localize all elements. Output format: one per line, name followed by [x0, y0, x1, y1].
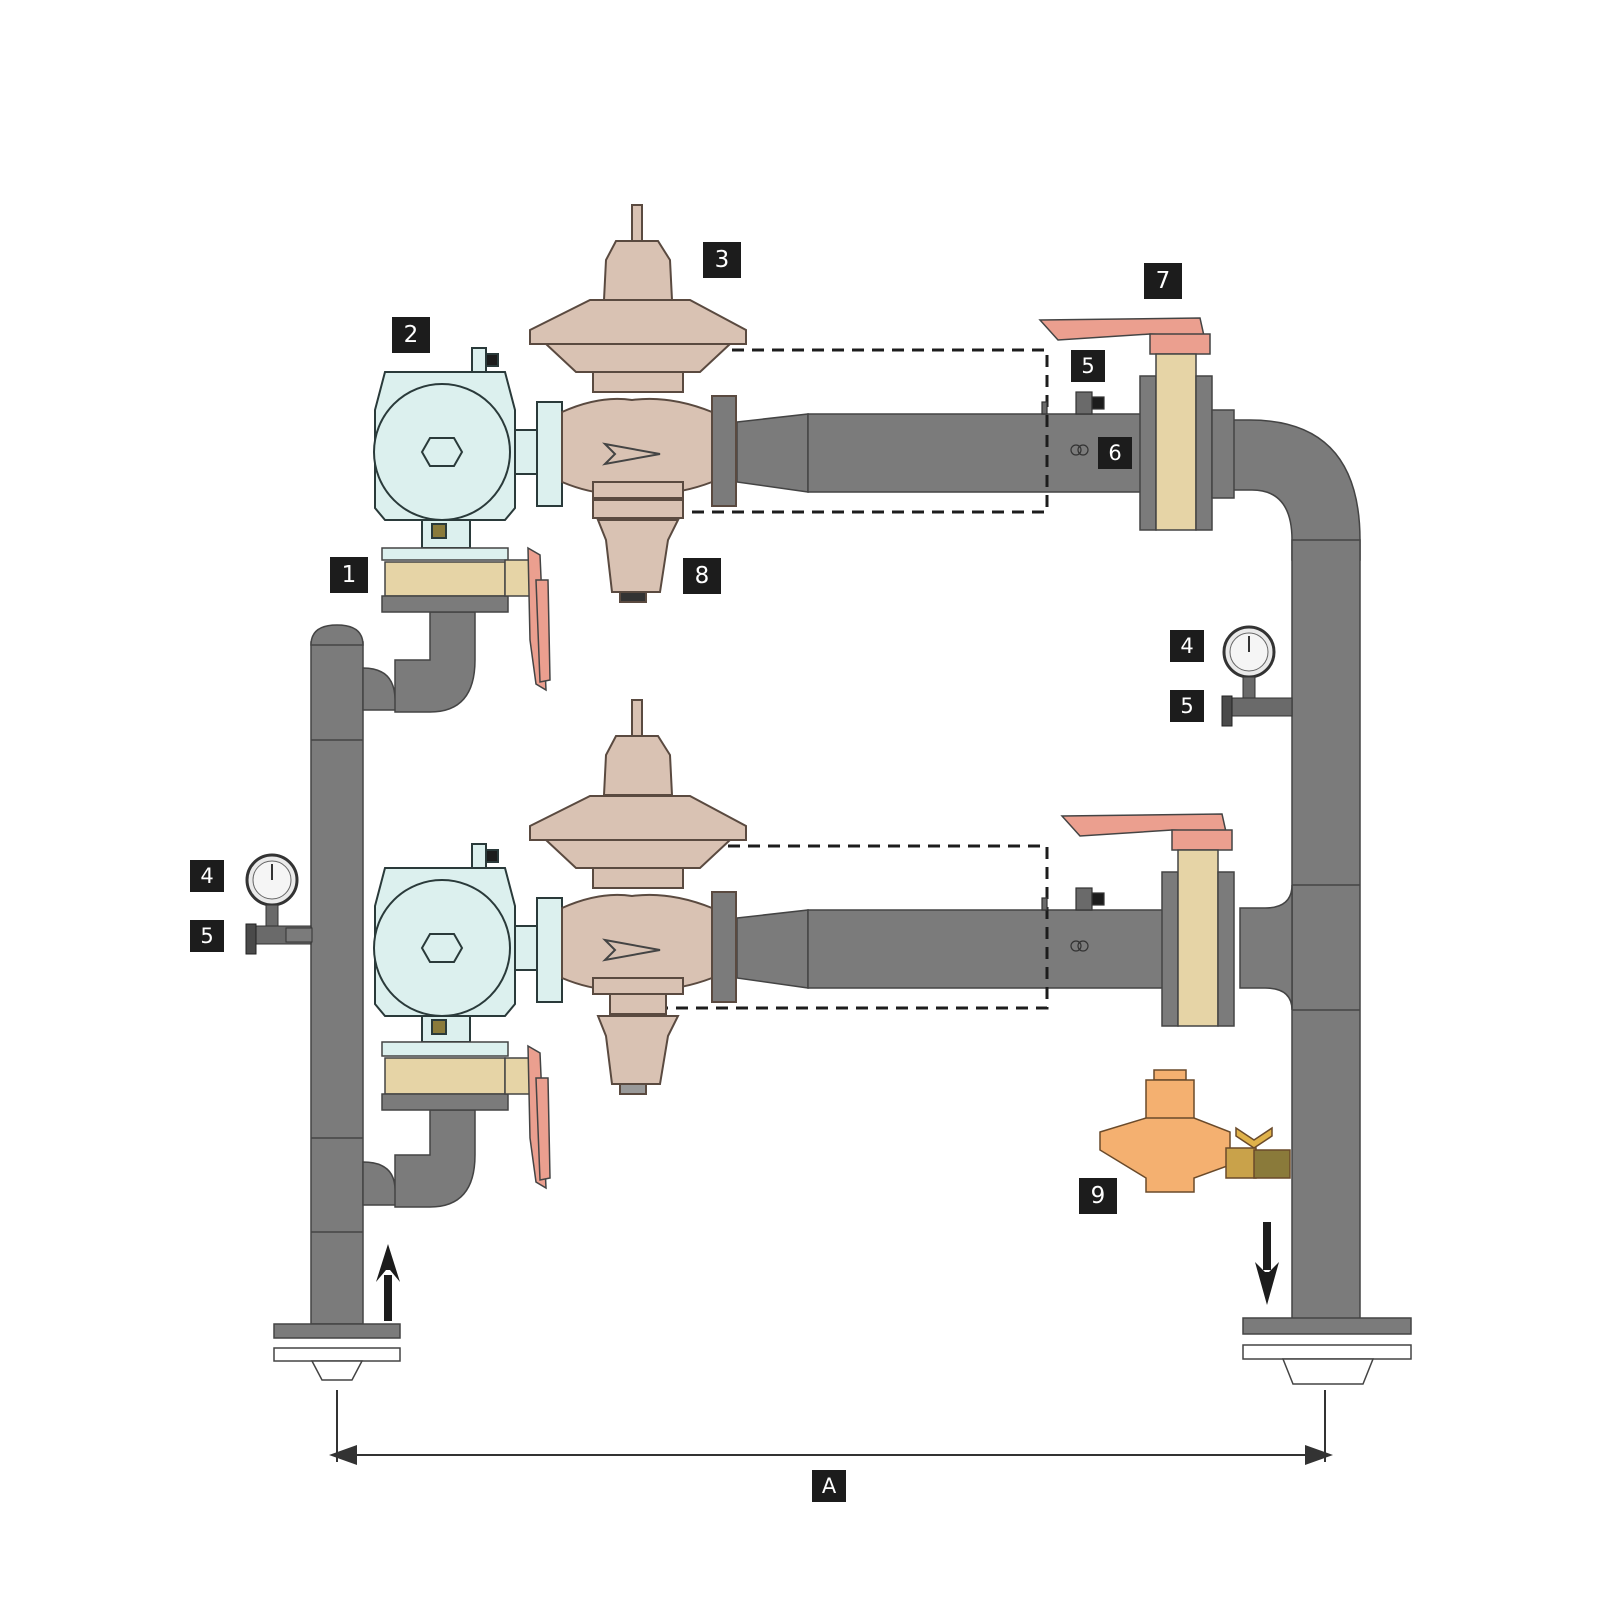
- callout-8: 8: [683, 558, 721, 594]
- callout-7: 7: [1144, 263, 1182, 299]
- dimension-line-a: [329, 1390, 1333, 1465]
- hex-nut-icon: [420, 933, 464, 963]
- lower-regulator: [529, 699, 747, 1095]
- inlet-flange: [273, 1323, 401, 1381]
- inlet-lower-elbow: [362, 1109, 476, 1208]
- lower-inlet-shutoff-valve: [381, 1041, 551, 1190]
- callout-4-outlet: 4: [1170, 630, 1204, 662]
- dimension-label-a: A: [812, 1470, 846, 1502]
- lower-outlet-pipe: [736, 909, 1165, 989]
- inlet-pressure-gauge-icon: [245, 853, 313, 955]
- upper-slam-shut-body: [592, 499, 684, 519]
- callout-2: 2: [392, 317, 430, 353]
- outlet-upper-bend: [1226, 419, 1361, 561]
- inlet-riser-pipe: [310, 624, 364, 1325]
- lower-test-point: [1041, 887, 1105, 952]
- relief-valve: [1099, 1069, 1291, 1193]
- upper-filter: [373, 347, 563, 549]
- inlet-flow-arrow-icon: [376, 1244, 400, 1321]
- upper-outlet-butterfly-valve: [1038, 317, 1235, 531]
- upper-impulse-line: [660, 348, 1049, 514]
- upper-outlet-pipe: [736, 413, 1143, 493]
- lower-filter: [373, 843, 563, 1043]
- callout-5-outlet: 5: [1170, 690, 1204, 722]
- callout-3: 3: [703, 242, 741, 278]
- outlet-tee-branch: [1239, 884, 1293, 1011]
- callout-4-inlet: 4: [190, 860, 224, 892]
- hex-nut-icon: [420, 437, 464, 467]
- outlet-flange: [1242, 1317, 1412, 1385]
- upper-inlet-shutoff-valve: [381, 546, 551, 692]
- callout-5-inlet: 5: [190, 920, 224, 952]
- outlet-riser-pipe: [1291, 539, 1361, 1325]
- inlet-upper-elbow: [362, 611, 476, 713]
- callout-5-test-point: 5: [1071, 350, 1105, 382]
- callout-1: 1: [330, 557, 368, 593]
- outlet-pressure-gauge-icon: [1221, 625, 1293, 727]
- callout-6: 6: [1098, 437, 1132, 469]
- lower-impulse-line: [660, 844, 1049, 1010]
- outlet-flow-arrow-icon: [1255, 1222, 1279, 1305]
- lower-outlet-butterfly-valve: [1060, 813, 1235, 1027]
- callout-9: 9: [1079, 1178, 1117, 1214]
- upper-regulator: [529, 204, 747, 603]
- upper-test-point: [1041, 391, 1105, 456]
